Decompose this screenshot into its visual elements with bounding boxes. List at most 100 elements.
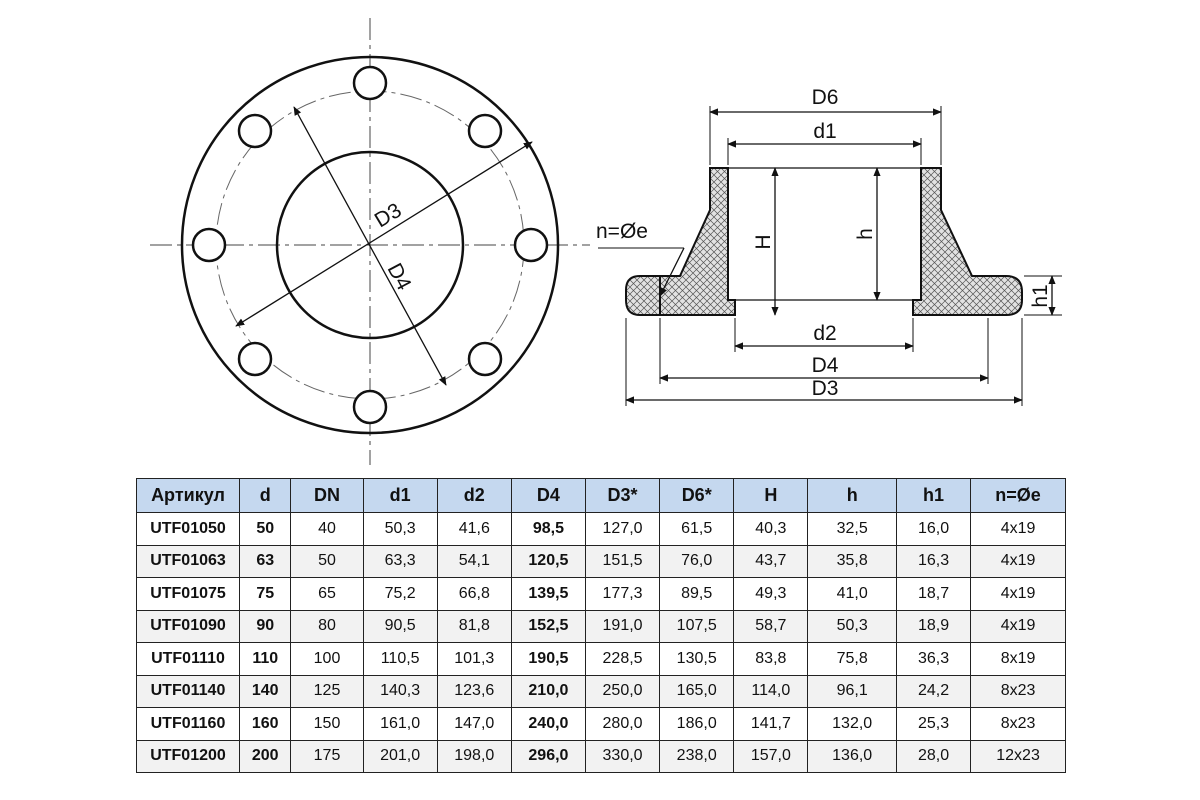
table-cell: 54,1 — [436, 544, 512, 578]
table-cell: UTF01090 — [136, 609, 240, 643]
table-cell: UTF01050 — [136, 512, 240, 546]
table-cell: 250,0 — [584, 674, 661, 708]
table-cell: 25,3 — [895, 707, 972, 741]
flange-section-view: D6 d1 H h h1 d2 D4 D3 n=Ø — [596, 86, 1062, 406]
table-cell: 127,0 — [584, 512, 661, 546]
d6-label: D6 — [812, 86, 839, 109]
table-cell: 40 — [290, 512, 364, 546]
table-header-cell: DN — [290, 478, 364, 513]
flange-front-view: D3 D4 — [150, 18, 590, 465]
outer-circle — [180, 55, 560, 435]
technical-drawing: D3 D4 D6 d1 H h h1 — [150, 18, 1062, 465]
table-cell: 90,5 — [362, 609, 438, 643]
table-cell: 49,3 — [733, 577, 809, 611]
table-header-cell: d — [238, 478, 292, 513]
table-cell: 58,7 — [733, 609, 809, 643]
table-cell: 75,8 — [807, 642, 897, 676]
table-cell: UTF01063 — [136, 544, 240, 578]
table-cell: 16,0 — [895, 512, 972, 546]
table-cell: 41,6 — [436, 512, 512, 546]
table-cell: 36,3 — [895, 642, 972, 676]
table-cell: 139,5 — [510, 577, 586, 611]
bolt-hole — [352, 389, 388, 425]
table-header-cell: H — [733, 478, 809, 513]
table-cell: 18,7 — [895, 577, 972, 611]
bolt-hole — [467, 113, 503, 149]
table-cell: 140,3 — [362, 674, 438, 708]
bolt-hole — [467, 341, 503, 377]
table-cell: 100 — [290, 642, 364, 676]
table-cell: 81,8 — [436, 609, 512, 643]
d4-label: D4 — [383, 260, 416, 295]
table-cell: 50,3 — [807, 609, 897, 643]
table-cell: UTF01110 — [136, 642, 240, 676]
bolt-hole — [513, 227, 549, 263]
table-cell: 296,0 — [510, 739, 586, 773]
d1-label: d1 — [813, 120, 836, 143]
table-cell: 75,2 — [362, 577, 438, 611]
table-cell: 125 — [290, 674, 364, 708]
table-cell: 8x19 — [970, 642, 1066, 676]
table-cell: 50 — [290, 544, 364, 578]
table-cell: 161,0 — [362, 707, 438, 741]
bolt-hole — [237, 341, 273, 377]
table-cell: 18,9 — [895, 609, 972, 643]
table-header-cell: Артикул — [136, 478, 240, 513]
table-cell: 63 — [238, 544, 292, 578]
table-cell: 65 — [290, 577, 364, 611]
table-cell: 114,0 — [733, 674, 809, 708]
table-cell: 120,5 — [510, 544, 586, 578]
n-leader-arrow — [659, 247, 685, 297]
table-cell: 238,0 — [659, 739, 735, 773]
table-cell: UTF01200 — [136, 739, 240, 773]
bolt-hole — [191, 227, 227, 263]
h-big-label: H — [752, 234, 775, 249]
bolt-hole — [237, 113, 273, 149]
table-cell: 41,0 — [807, 577, 897, 611]
table-cell: 110,5 — [362, 642, 438, 676]
h1-label: h1 — [1029, 284, 1052, 307]
table-cell: 228,5 — [584, 642, 661, 676]
table-cell: 110 — [238, 642, 292, 676]
table-cell: 40,3 — [733, 512, 809, 546]
table-cell: 4x19 — [970, 577, 1066, 611]
table-cell: 16,3 — [895, 544, 972, 578]
table-cell: 177,3 — [584, 577, 661, 611]
table-cell: 83,8 — [733, 642, 809, 676]
table-cell: 175 — [290, 739, 364, 773]
table-cell: 101,3 — [436, 642, 512, 676]
table-cell: 157,0 — [733, 739, 809, 773]
table-cell: 240,0 — [510, 707, 586, 741]
table-cell: 12x23 — [970, 739, 1066, 773]
table-cell: 136,0 — [807, 739, 897, 773]
table-cell: 330,0 — [584, 739, 661, 773]
table-cell: 280,0 — [584, 707, 661, 741]
d3-side-label: D3 — [812, 377, 839, 400]
table-cell: 152,5 — [510, 609, 586, 643]
table-cell: 24,2 — [895, 674, 972, 708]
d4-dimension-line — [293, 106, 447, 386]
table-cell: 210,0 — [510, 674, 586, 708]
table-cell: 130,5 — [659, 642, 735, 676]
table-cell: 198,0 — [436, 739, 512, 773]
table-cell: 43,7 — [733, 544, 809, 578]
table-cell: 61,5 — [659, 512, 735, 546]
table-cell: 28,0 — [895, 739, 972, 773]
table-cell: 190,5 — [510, 642, 586, 676]
table-cell: 186,0 — [659, 707, 735, 741]
table-cell: 63,3 — [362, 544, 438, 578]
d4-side-label: D4 — [812, 354, 839, 377]
table-cell: 151,5 — [584, 544, 661, 578]
table-cell: 50 — [238, 512, 292, 546]
table-cell: 66,8 — [436, 577, 512, 611]
table-cell: 147,0 — [436, 707, 512, 741]
table-cell: 123,6 — [436, 674, 512, 708]
table-cell: 76,0 — [659, 544, 735, 578]
section-right — [912, 167, 1023, 316]
